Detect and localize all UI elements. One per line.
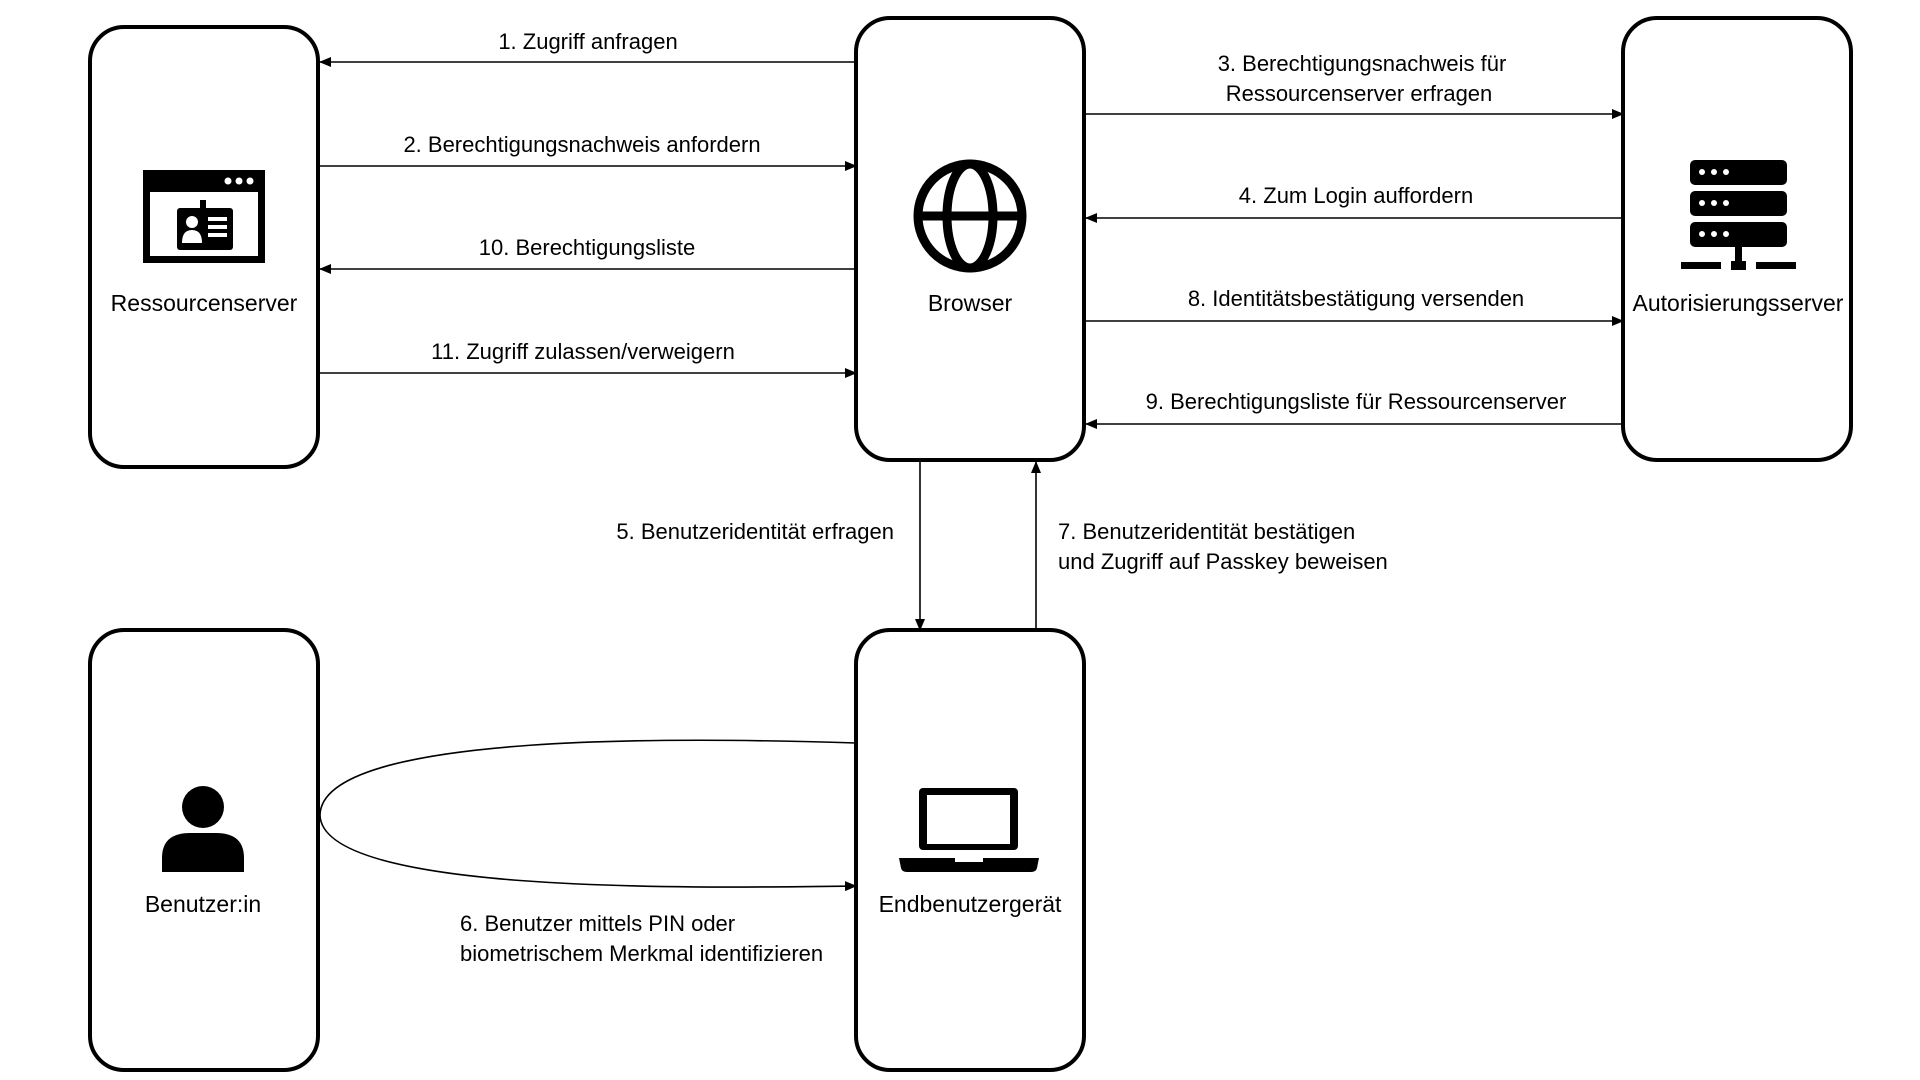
edge-4-label: 4. Zum Login auffordern [1239, 183, 1473, 208]
edge-6-arrow [319, 739, 857, 892]
id-card-window-icon [143, 170, 265, 263]
autorisierungsserver-label: Autorisierungsserver [1633, 290, 1844, 316]
edge-7-label-line2: und Zugriff auf Passkey beweisen [1058, 549, 1388, 574]
endbenutzergeraet-label: Endbenutzergerät [879, 891, 1062, 917]
server-rack-icon [1681, 160, 1796, 270]
browser-label: Browser [928, 290, 1013, 316]
edge-6-label-line1: 6. Benutzer mittels PIN oder [460, 911, 735, 936]
edge-6-label-line2: biometrischem Merkmal identifizieren [460, 941, 823, 966]
edge-2-label: 2. Berechtigungsnachweis anfordern [403, 132, 760, 157]
edge-1-label: 1. Zugriff anfragen [498, 29, 677, 54]
edge-11-label: 11. Zugriff zulassen/verweigern [431, 339, 735, 364]
laptop-icon [899, 788, 1039, 872]
edge-3-label-line1: 3. Berechtigungsnachweis für [1218, 51, 1507, 76]
globe-icon [913, 159, 1027, 273]
browser-box [854, 16, 1086, 462]
person-icon [162, 786, 244, 872]
edge-9-label: 9. Berechtigungsliste für Ressourcenserv… [1146, 389, 1567, 414]
edge-10-label: 10. Berechtigungsliste [479, 235, 695, 260]
edge-8-label: 8. Identitätsbestätigung versenden [1188, 286, 1524, 311]
benutzer-label: Benutzer:in [145, 891, 261, 917]
edge-5-label: 5. Benutzeridentität erfragen [616, 519, 894, 544]
edge-3-label-line2: Ressourcenserver erfragen [1226, 81, 1493, 106]
ressourcenserver-label: Ressourcenserver [111, 290, 298, 316]
edge-7-label-line1: 7. Benutzeridentität bestätigen [1058, 519, 1355, 544]
